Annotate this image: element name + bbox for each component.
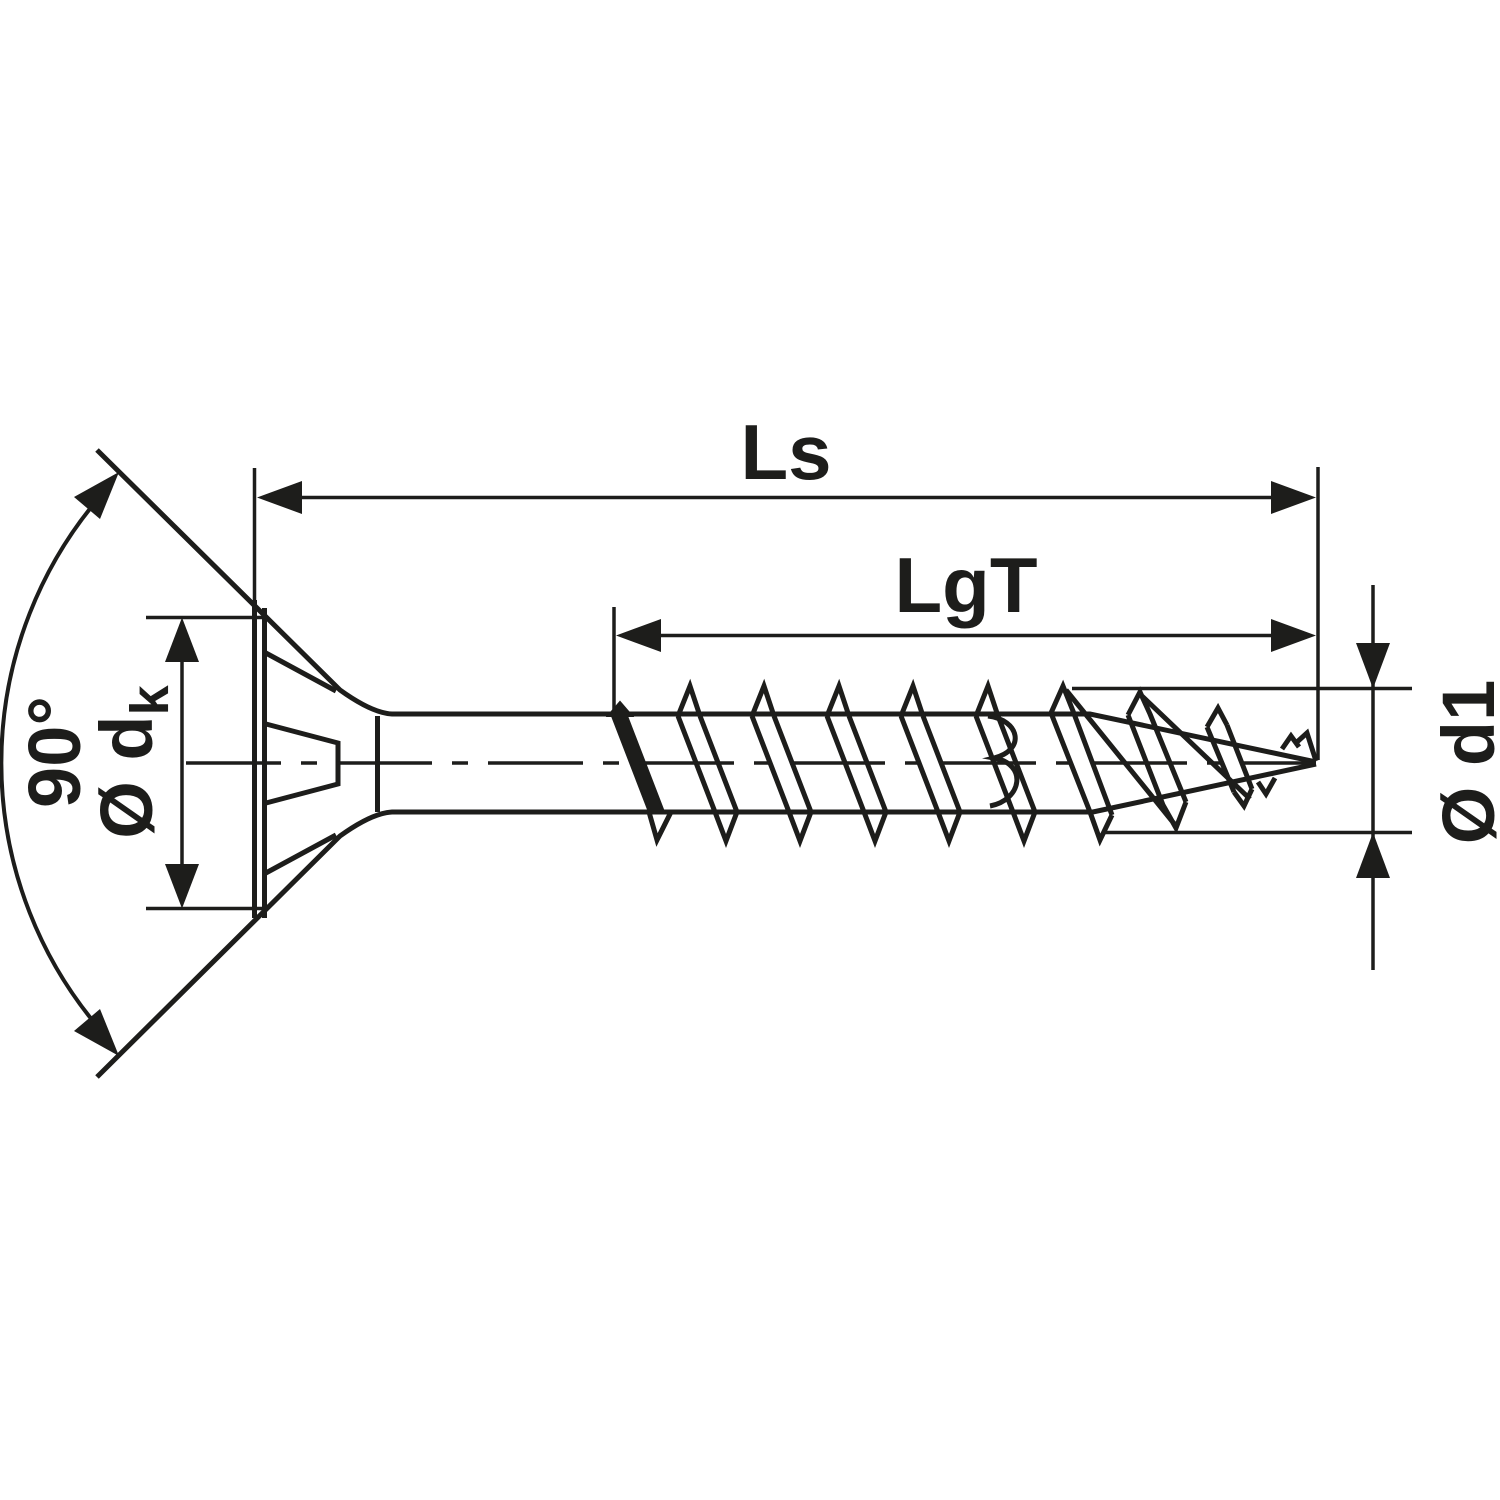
d1-arrowhead-bottom [1356,832,1390,878]
angle-arc [0,490,106,1036]
dk-arrowhead-top [165,617,199,662]
screw-top-profile [95,448,1317,765]
angle-arrowhead-top [74,472,119,519]
dk-label: Ø dk [85,684,180,838]
d1-label: Ø d1 [1427,680,1500,844]
dimension-lgt: LgT [612,541,1316,714]
angle-arrowhead-bottom [74,1009,119,1056]
screw-outline [95,448,1317,1079]
dimension-dk: Ø dk [85,615,262,911]
lgt-arrowhead-right [1271,619,1316,652]
d1-arrowhead-top [1356,643,1390,689]
dimension-d1: Ø d1 [1072,585,1500,970]
head-cone-inner-bottom [262,832,338,877]
thread-start-flank [605,700,666,813]
lgt-label: LgT [895,541,1038,629]
dk-label-prefix: Ø d [85,715,168,838]
screw-bottom-profile [95,761,1317,1079]
lgt-arrowhead-left [616,619,661,652]
angle-annotation: 90° [0,472,119,1056]
thread-wave-profile [982,713,1020,809]
angle-label: 90° [13,696,96,808]
head-cone-inner-top [262,649,338,694]
thread-start-lower-crest [646,810,674,847]
ls-label: Ls [740,408,831,496]
dimension-ls: Ls [252,408,1320,760]
ls-arrowhead-right [1271,481,1316,514]
ls-arrowhead-left [257,481,302,514]
dk-label-subscript: k [120,684,180,715]
dk-arrowhead-bottom [165,864,199,909]
